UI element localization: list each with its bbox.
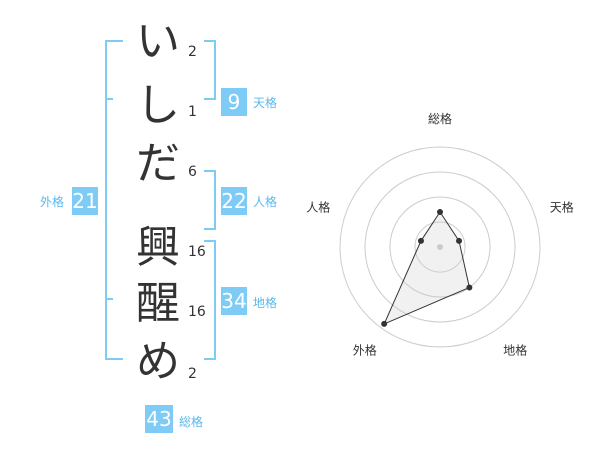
stroke-count-4: 16 (188, 244, 206, 260)
radar-rings (339, 146, 541, 348)
chikaku-bracket (214, 240, 216, 360)
radar-axis-label: 人格 (306, 199, 330, 214)
jinkaku-label: 人格 (253, 195, 278, 209)
gaikaku-value: 21 (72, 187, 98, 215)
tenkaku-value: 9 (221, 88, 247, 116)
radar-point (466, 284, 473, 291)
tenkaku-bracket (214, 40, 216, 100)
radar-center-dot (437, 244, 443, 250)
chikaku-label: 地格 (253, 296, 278, 310)
radar-points (381, 209, 473, 327)
stroke-count-6: 2 (188, 366, 197, 382)
soukaku-label: 総格 (179, 415, 204, 429)
name-char-6: め (136, 336, 180, 387)
soukaku-value: 43 (145, 405, 173, 433)
gaikaku-tick-2 (105, 298, 113, 300)
tenkaku-bracket-top (204, 40, 216, 42)
radar-point (456, 237, 463, 244)
radar-ring (414, 221, 466, 273)
chikaku-bracket-top (204, 240, 216, 242)
radar-axis-label: 天格 (550, 199, 574, 214)
radar-ring (389, 196, 491, 298)
name-char-3: だ (136, 138, 180, 189)
radar-axis-label: 地格 (503, 343, 527, 358)
jinkaku-bracket-bottom (204, 228, 216, 230)
gaikaku-bracket-bottom (105, 358, 123, 360)
stroke-count-5: 16 (188, 304, 206, 320)
gaikaku-tick-1 (105, 98, 113, 100)
radar-point (381, 320, 388, 327)
tenkaku-bracket-bottom (204, 98, 216, 100)
jinkaku-value: 22 (221, 187, 247, 215)
radar-point (417, 237, 424, 244)
radar-axis-label: 外格 (353, 343, 377, 358)
name-char-5: 醒 (136, 278, 180, 329)
name-char-1: い (136, 16, 180, 67)
stroke-count-1: 2 (188, 44, 197, 60)
stroke-count-2: 1 (188, 104, 197, 120)
chikaku-bracket-bottom (204, 358, 216, 360)
name-char-4: 興 (136, 222, 180, 273)
radar-axis-label: 総格 (428, 111, 452, 126)
jinkaku-bracket-top (204, 170, 216, 172)
radar-ring (364, 171, 516, 323)
stroke-count-3: 6 (188, 164, 197, 180)
gaikaku-label: 外格 (40, 195, 65, 209)
name-char-2: し (136, 80, 180, 131)
gaikaku-bracket-top (105, 40, 123, 42)
radar-ring (339, 146, 541, 348)
tenkaku-label: 天格 (253, 96, 278, 110)
jinkaku-bracket (214, 170, 216, 230)
radar-polygon (383, 211, 470, 325)
radar-point (437, 209, 443, 215)
gaikaku-bracket (105, 40, 107, 360)
chikaku-value: 34 (221, 287, 247, 315)
